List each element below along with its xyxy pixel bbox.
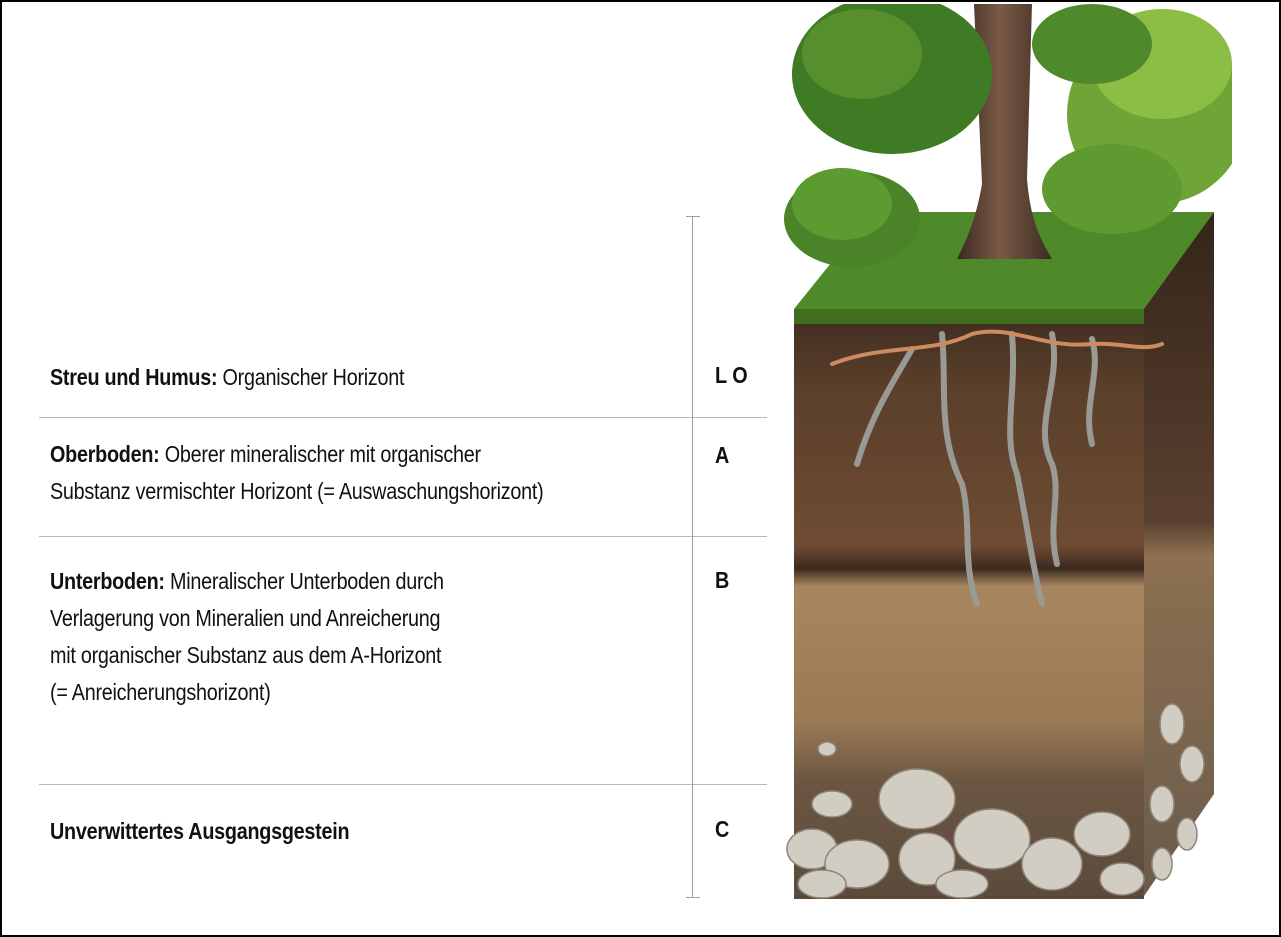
divider-lo-a <box>39 417 767 418</box>
horizon-c-code: C <box>715 816 729 843</box>
horizon-c-label: Unverwittertes Ausgangsgestein <box>50 813 349 850</box>
horizon-b-desc-line1: Mineralischer Unterboden durch <box>170 568 444 594</box>
horizon-a-name: Oberboden: <box>50 441 160 467</box>
horizon-a-code: A <box>715 442 729 469</box>
horizon-a-label: Oberboden: Oberer mineralischer mit orga… <box>50 436 543 510</box>
soil-block-illustration <box>762 4 1232 904</box>
horizon-lo-label: Streu und Humus: Organischer Horizont <box>50 359 404 396</box>
divider-a-b <box>39 536 767 537</box>
horizon-b-desc-line3: mit organischer Substanz aus dem A-Horiz… <box>50 642 441 668</box>
axis-tick-bottom <box>686 897 700 898</box>
horizon-b-desc-line4: (= Anreicherungshorizont) <box>50 679 271 705</box>
horizon-lo-name: Streu und Humus: <box>50 364 217 390</box>
horizon-b-desc-line2: Verlagerung von Mineralien und Anreicher… <box>50 605 440 631</box>
horizon-lo-desc: Organischer Horizont <box>223 364 405 390</box>
divider-b-c <box>39 784 767 785</box>
horizon-a-desc-line1: Oberer mineralischer mit organischer <box>165 441 481 467</box>
horizon-b-label: Unterboden: Mineralischer Unterboden dur… <box>50 563 444 711</box>
horizon-c-name: Unverwittertes Ausgangsgestein <box>50 818 349 844</box>
horizon-a-desc-line2: Substanz vermischter Horizont (= Auswasc… <box>50 478 543 504</box>
horizon-b-name: Unterboden: <box>50 568 165 594</box>
profile-axis <box>692 216 693 898</box>
horizon-lo-code: L O <box>715 362 748 389</box>
horizon-b-code: B <box>715 567 729 594</box>
axis-tick-top <box>686 216 700 217</box>
